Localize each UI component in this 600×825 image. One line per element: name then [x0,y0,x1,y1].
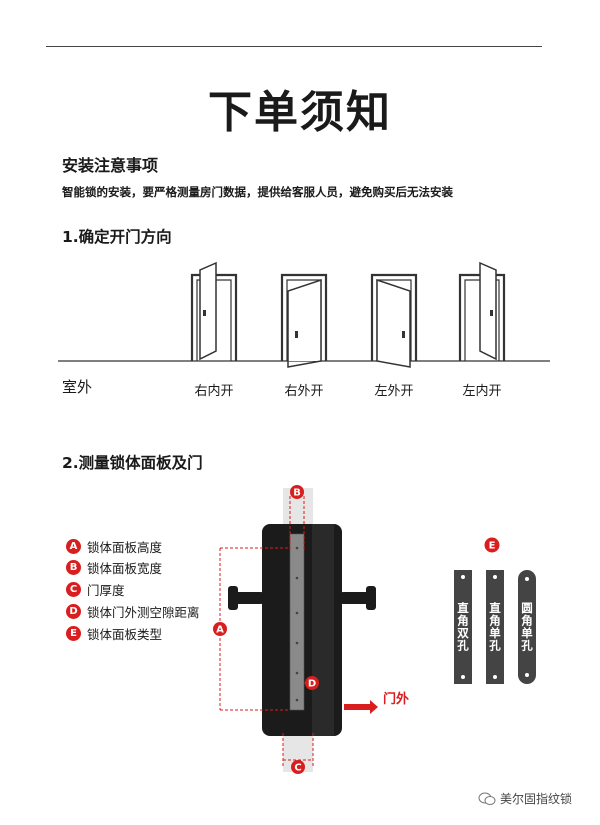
legend-item-c: C 门厚度 [66,580,125,598]
panel-square-single-hole [486,570,504,684]
marker-e: E [484,537,500,553]
panel-types-figure: E [454,537,536,684]
svg-text:E: E [489,541,496,552]
panel-type-label-2: 直角单孔 [488,602,502,652]
install-notes-heading: 安装注意事项 [62,156,159,175]
panel-square-double-hole [454,570,472,684]
lock-measurement-diagram: B A D C [213,485,378,774]
door-left-inward-figure [458,261,506,361]
door-label-right-inward: 右内开 [194,384,234,399]
door-label-left-outward: 左外开 [374,384,414,399]
legend-text-c: 门厚度 [87,582,125,598]
legend-badge-b: B [66,559,81,575]
legend-text-e: 锁体面板类型 [87,626,163,642]
svg-text:A: A [216,625,224,636]
install-notes-description: 智能锁的安装，要严格测量房门数据，提供给客服人员，避免购买后无法安装 [62,185,453,199]
panel-type-label-3: 圆角单孔 [520,602,534,652]
legend-badge-a: A [66,538,81,554]
panel-round-single-hole [518,570,536,684]
legend-text-b: 锁体面板宽度 [87,560,163,576]
door-label-right-outward: 右外开 [284,384,324,399]
legend-item-e: E 锁体面板类型 [66,624,162,642]
legend-badge-c: C [66,581,81,597]
svg-text:D: D [308,679,316,690]
outside-direction-label: 门外 [383,692,410,707]
panel-type-label-1: 直角双孔 [456,602,470,652]
step1-heading: 1.确定开门方向 [62,228,172,246]
legend-text-d: 锁体门外测空隙距离 [87,604,200,620]
step2-heading: 2.测量锁体面板及门 [62,454,203,472]
door-direction-diagram [58,261,550,368]
outer-handle [340,592,374,604]
faceplate-screws [295,546,299,702]
svg-text:B: B [293,488,301,499]
marker-c: C [291,760,305,774]
door-left-outward-figure [370,273,418,368]
outside-arrow-icon [344,700,378,714]
legend-badge-d: D [66,603,81,619]
door-right-inward-figure [190,261,238,361]
top-divider [46,46,542,47]
legend-text-a: 锁体面板高度 [87,539,163,555]
wechat-icon [478,792,496,805]
legend-item-d: D 锁体门外测空隙距离 [66,602,200,620]
svg-text:C: C [294,763,301,774]
inner-handle [230,592,264,604]
outdoor-label: 室外 [62,378,93,396]
legend-badge-e: E [66,625,81,641]
watermark: 美尔固指纹锁 [478,790,572,807]
watermark-text: 美尔固指纹锁 [500,792,573,806]
marker-b: B [290,485,304,499]
door-right-outward-figure [280,273,328,368]
marker-a: A [213,622,227,636]
legend-item-a: A 锁体面板高度 [66,537,162,555]
legend-item-b: B 锁体面板宽度 [66,558,162,576]
faceplate [289,533,305,711]
page-title: 下单须知 [208,87,392,138]
marker-d: D [305,676,319,690]
door-label-left-inward: 左内开 [462,384,502,399]
